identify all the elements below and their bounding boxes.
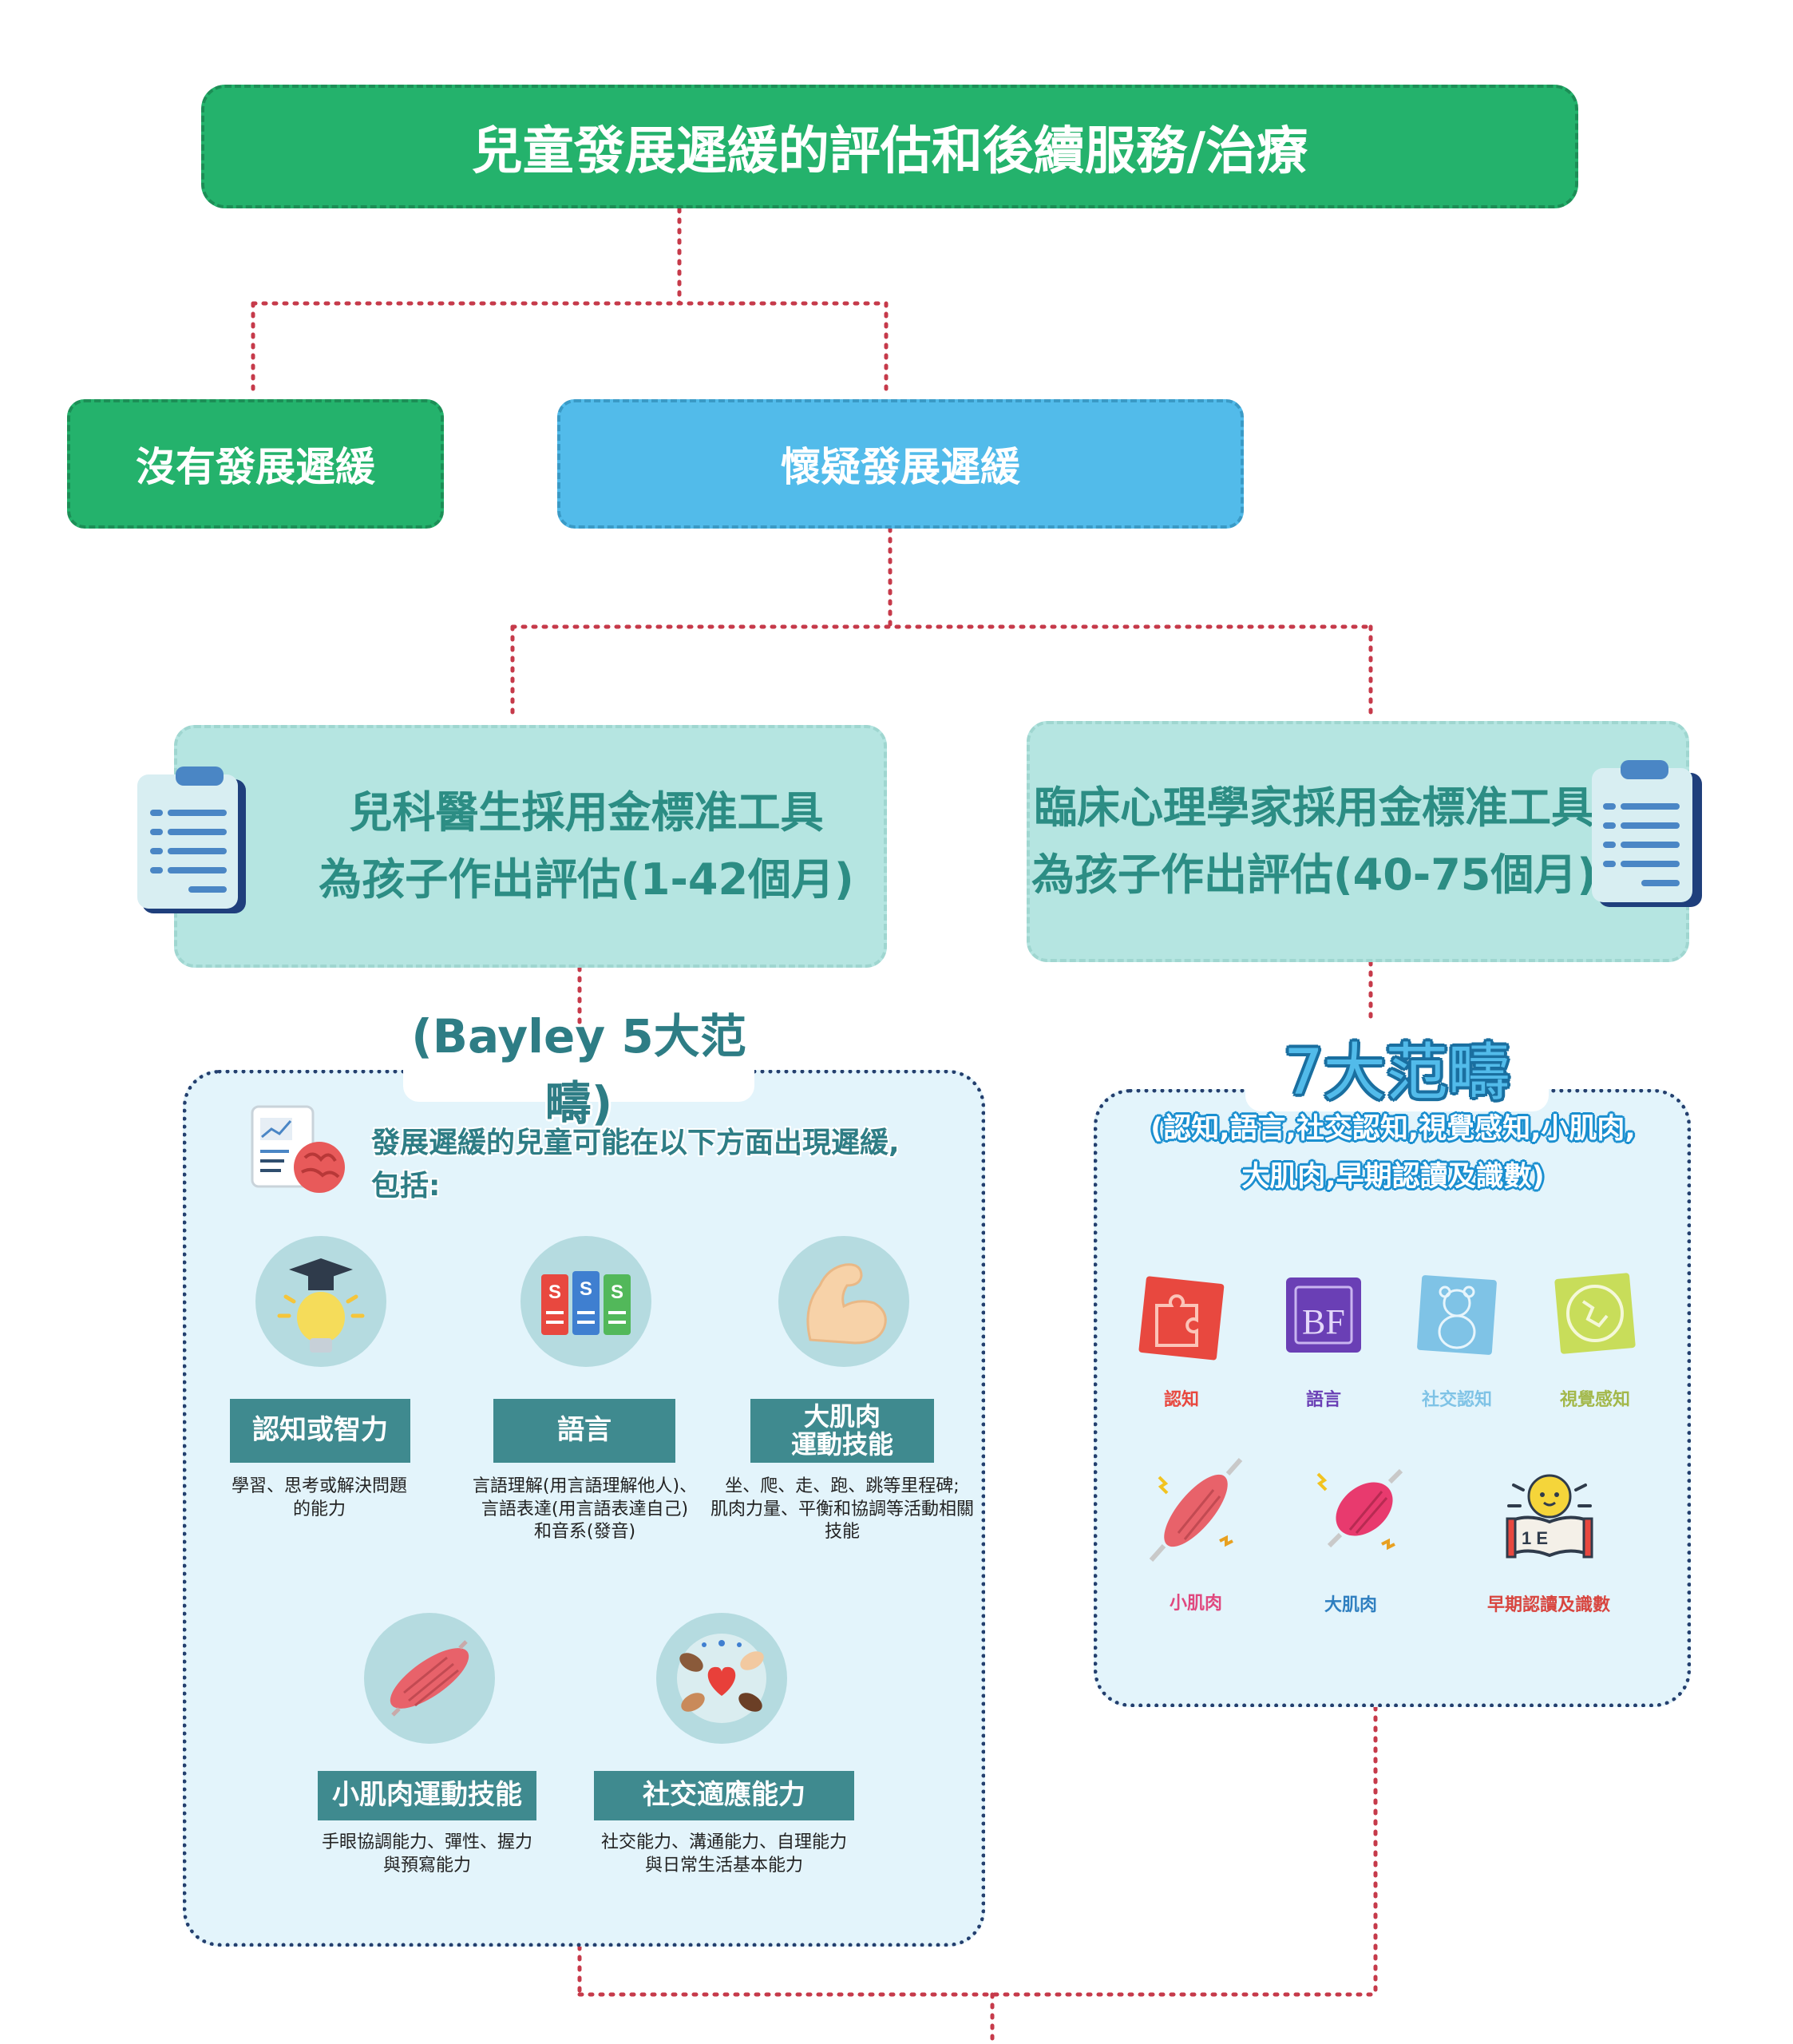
seven-domains-panel	[1094, 1089, 1691, 1707]
no-delay-box: 沒有發展遲緩	[67, 399, 444, 529]
flexed-arm-icon	[806, 1263, 887, 1345]
fine-motor-desc: 手眼協調能力、彈性、握力 與預寫能力	[321, 1832, 532, 1876]
pediatrician-line2: 為孩子作出評估(1-42個月)	[319, 854, 854, 905]
seven-gross-motor-label: 大肌肉	[1324, 1595, 1377, 1615]
language-label: 語言	[493, 1399, 675, 1463]
clipboard-icon	[137, 766, 246, 913]
lightbulb-graduation-icon	[277, 1258, 365, 1353]
social-adaptive-icon-circle	[656, 1613, 787, 1744]
book-bulb-icon: 1 E	[1506, 1474, 1593, 1559]
pediatrician-line1: 兒科醫生採用金標准工具	[349, 787, 824, 838]
psychologist-line1: 臨床心理學家採用金標准工具	[1033, 782, 1594, 834]
seven-fine-motor-label: 小肌肉	[1169, 1594, 1222, 1614]
small-muscle-icon	[1149, 1458, 1243, 1562]
teddy-bear-icon	[1417, 1275, 1497, 1355]
seven-social-cognition-label: 社交認知	[1421, 1390, 1492, 1410]
gross-motor-desc: 坐、爬、走、跑、跳等里程碑; 肌肉力量、平衡和協調等活動相關 技能	[710, 1476, 974, 1543]
language-desc: 言語理解(用言語理解他人)、 言語表達(用言語表達自己) 和音系(發音)	[472, 1476, 698, 1543]
clipboard-icon	[1592, 760, 1702, 907]
large-muscle-icon	[1316, 1468, 1403, 1551]
bayley-intro-line1: 發展遲緩的兒童可能在以下方面出現遲緩,	[371, 1127, 900, 1159]
cognition-desc: 學習、思考或解決問題 的能力	[231, 1476, 407, 1519]
psychologist-assessment-box: 臨床心理學家採用金標准工具 為孩子作出評估(40-75個月)	[1027, 721, 1689, 962]
hands-heart-icon	[677, 1634, 766, 1723]
social-adaptive-label: 社交適應能力	[594, 1771, 854, 1820]
svg-text:1 E: 1 E	[1522, 1528, 1548, 1548]
gross-motor-label: 大肌肉 運動技能	[750, 1399, 934, 1463]
social-adaptive-desc: 社交能力、溝通能力、自理能力 與日常生活基本能力	[600, 1832, 847, 1876]
svg-text:BF: BF	[1302, 1302, 1345, 1341]
muscle-icon	[390, 1640, 469, 1717]
bayley-title: (Bayley 5大范疇)	[403, 1009, 754, 1131]
pediatrician-assessment-box: 兒科醫生採用金標准工具 為孩子作出評估(1-42個月)	[174, 725, 887, 968]
bayley-intro: 發展遲緩的兒童可能在以下方面出現遲緩, 包括:	[371, 1122, 930, 1208]
suspected-delay-box: 懷疑發展遲緩	[557, 399, 1244, 529]
globe-icon	[1554, 1273, 1636, 1354]
svg-text:S: S	[611, 1281, 623, 1303]
seven-domains-title: 7大范疇	[1245, 1024, 1549, 1111]
svg-text:S: S	[548, 1281, 561, 1303]
fine-motor-label: 小肌肉運動技能	[318, 1771, 536, 1820]
seven-domains-subtitle: (認知,語言,社交認知,視覺感知,小肌肉, 大肌肉,早期認讀及識數)	[1150, 1113, 1636, 1193]
seven-visual-perception-label: 視覺感知	[1559, 1390, 1630, 1410]
bayley-intro-line2: 包括:	[371, 1170, 441, 1202]
brain-report-icon	[251, 1105, 345, 1193]
fine-motor-icon-circle	[364, 1613, 495, 1744]
cognition-label: 認知或智力	[230, 1399, 410, 1463]
gross-motor-icon-circle	[778, 1236, 909, 1367]
page-title: 兒童發展遲緩的評估和後續服務/治療	[201, 85, 1578, 208]
seven-language-label: 語言	[1305, 1390, 1341, 1410]
puzzle-icon	[1138, 1276, 1225, 1361]
cognition-icon-circle	[255, 1236, 386, 1367]
abc-block-icon: BF	[1286, 1278, 1361, 1353]
psychologist-line2: 為孩子作出評估(40-75個月)	[1031, 850, 1597, 900]
seven-early-literacy-label: 早期認讀及識數	[1486, 1595, 1610, 1615]
seven-cognition-label: 認知	[1163, 1390, 1199, 1410]
svg-text:S: S	[580, 1278, 592, 1300]
